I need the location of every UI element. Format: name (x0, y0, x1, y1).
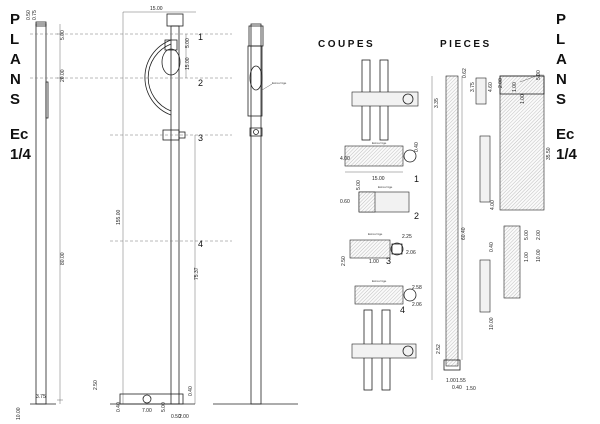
dim-coupe2-a: 0.60 (340, 199, 350, 205)
left-title-letter-l: L (10, 31, 19, 48)
dim-piece-p17: 1.00 (446, 378, 456, 384)
coupe-mark-2: 2 (414, 211, 419, 221)
note-2: Ecrou/ tige (372, 141, 387, 145)
dim-coupe1-b: 15.00 (372, 176, 385, 182)
right-title-letter-l: L (556, 31, 565, 48)
dim-piece-p5: 1.00 (512, 82, 518, 92)
dim-coupe3-c: 1.00 (369, 259, 379, 265)
dim-coupe3-d: 2.06 (406, 250, 416, 256)
header-coupes: COUPES (318, 39, 375, 50)
dim-side-d4: 20.00 (60, 69, 66, 82)
dim-piece-p20: 1.50 (466, 386, 476, 392)
piece-small-bars: 3.75 4.60 4.00 0.40 10.00 (470, 77, 496, 330)
dim-piece-p15: 10.00 (489, 317, 495, 330)
right-title-letter-a: A (556, 51, 567, 68)
left-title-letter-a: A (10, 51, 21, 68)
left-title-letter-n: N (10, 71, 21, 88)
dim-coupe3-a: 2.50 (341, 256, 347, 266)
dim-piece-p19: 0.40 (452, 385, 462, 391)
section-mark-3: 3 (198, 133, 203, 143)
header-pieces: PIECES (440, 39, 492, 50)
dim-coupe3-b: 2.25 (402, 234, 412, 240)
dim-front-bot3: 7.00 (142, 408, 152, 414)
coupe-top-view (351, 59, 419, 141)
coupe-4: 2.58 2.06 4 Ecrou/ tige (354, 279, 422, 315)
dim-side-d8: 10.00 (16, 407, 22, 420)
dim-front-bot6: 2.00 (179, 414, 189, 420)
section-mark-2: 2 (198, 78, 203, 88)
dim-piece-p1: 0.62 (462, 68, 468, 78)
dim-piece-p4: 4.60 (488, 82, 494, 92)
dim-piece-p6: 2.00 (498, 78, 504, 88)
dim-piece-p18: 1.55 (456, 378, 466, 384)
dim-coupe1-c: 0.40 (414, 142, 420, 152)
note-1: Ecrou/ tige (272, 81, 287, 85)
piece-main-body: Ecrou 1.00 2.00 5.00 1.00 35.50 (498, 70, 552, 211)
dim-piece-p3: 3.75 (470, 82, 476, 92)
piece-lower-block: 5.00 2.00 1.00 10.00 (503, 225, 542, 299)
dim-side-d1: 0.50 (26, 10, 32, 20)
section-mark-1: 1 (198, 32, 203, 42)
dim-front-b: 15.00 (185, 57, 191, 70)
dim-front-tall: 75.37 (194, 267, 200, 280)
dim-side-d2: 0.75 (32, 10, 38, 20)
dim-piece-p22: 10.00 (536, 249, 542, 262)
dim-front-bot2: 0.40 (188, 386, 194, 396)
front-elevation: 15.00 5.00 15.00 155.00 75.37 0.40 0.40 … (110, 6, 232, 420)
coupe-mark-3: 3 (386, 256, 391, 266)
dim-side-d7: 3.75 (36, 394, 46, 400)
dim-piece-p11: 4.00 (490, 200, 496, 210)
dim-piece-p9: 35.50 (546, 147, 552, 160)
note-5: Ecrou/ tige (372, 279, 387, 283)
dim-piece-p13: 0.40 (489, 242, 495, 252)
side-elevation: 0.50 0.75 5.00 20.00 80.00 2.50 3.75 10.… (16, 10, 110, 420)
dim-piece-p12: 5.00 (524, 230, 530, 240)
dim-piece-p7: 5.00 (536, 70, 542, 80)
coupe-1: 4.00 15.00 0.40 1 Ecrou/ tige (340, 141, 420, 184)
right-title-letter-p: P (556, 11, 566, 28)
dim-piece-p16: 2.52 (436, 344, 442, 354)
dim-coupe4-b: 2.06 (412, 302, 422, 308)
right-title-letter-n: N (556, 71, 567, 88)
left-title-letter-s: S (10, 91, 20, 108)
dim-front-bot5: 0.50 (171, 414, 181, 420)
note-4: Ecrou/ tige (368, 232, 383, 236)
left-scale-label: Ec (10, 126, 28, 143)
left-scale-value: 1/4 (10, 146, 32, 163)
dim-piece-p2: 3.35 (434, 98, 440, 108)
note-6: Ecrou (536, 73, 544, 77)
dim-piece-p10: 60.40 (461, 227, 467, 240)
right-scale-label: Ec (556, 126, 574, 143)
left-title: P L A N S Ec 1/4 (10, 11, 32, 163)
dim-coupe2-b: 5.00 (356, 180, 362, 190)
dim-piece-p8: 1.00 (520, 94, 526, 104)
dim-coupe4-a: 2.58 (412, 285, 422, 291)
coupe-3: 2.50 2.25 1.00 2.06 3 Ecrou/ tige (341, 232, 416, 266)
dim-front-bot1: 0.40 (116, 402, 122, 412)
piece-long-rod: 3.35 0.62 60.40 2.52 1.00 1.55 0.40 1.50 (431, 68, 476, 392)
left-title-letter-p: P (10, 11, 20, 28)
dim-coupe1-a: 4.00 (340, 156, 350, 162)
coupe-mark-1: 1 (414, 174, 419, 184)
dim-front-bot4: 5.00 (161, 402, 167, 412)
dim-front-a: 5.00 (185, 38, 191, 48)
note-3: Ecrou/ tige (378, 185, 393, 189)
dim-piece-p21: 1.00 (524, 252, 530, 262)
coupe-2: 0.60 5.00 2 Ecrou/ tige (340, 180, 419, 221)
dim-front-top: 15.00 (150, 6, 163, 12)
dim-front-big: 155.00 (116, 209, 122, 225)
dim-side-d3: 5.00 (60, 30, 66, 40)
right-title: P L A N S Ec 1/4 (556, 11, 578, 163)
dim-side-d6: 2.50 (93, 380, 99, 390)
dim-side-d5: 80.00 (60, 252, 66, 265)
right-title-letter-s: S (556, 91, 566, 108)
coupe-bottom-view (351, 309, 417, 391)
dim-piece-p14: 2.00 (536, 230, 542, 240)
right-scale-value: 1/4 (556, 146, 578, 163)
coupe-mark-4: 4 (400, 305, 405, 315)
right-elevation: Ecrou/ tige (213, 23, 298, 405)
section-mark-4: 4 (198, 239, 203, 249)
